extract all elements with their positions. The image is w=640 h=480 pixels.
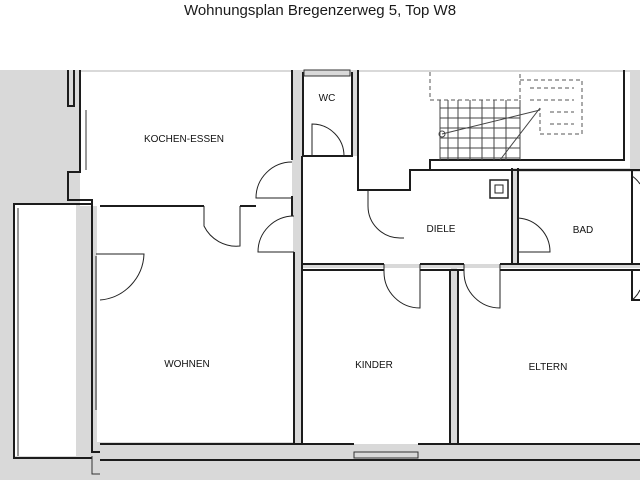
- shaft-inner: [494, 184, 504, 194]
- balcony-step: [91, 456, 100, 475]
- shaft: [489, 179, 509, 199]
- room-label-kinder: KINDER: [355, 360, 393, 371]
- door-bad: [517, 217, 551, 253]
- stair-landing-outline: [520, 79, 583, 135]
- balcony-outline: [13, 203, 92, 459]
- room-label-diele: DIELE: [427, 224, 456, 235]
- door-balcony: [96, 253, 145, 301]
- kinder-floor: [303, 268, 451, 444]
- balcony-floor: [14, 204, 76, 456]
- room-label-wohnen: WOHNEN: [164, 359, 210, 370]
- kochen-essen-floor: [80, 72, 292, 206]
- room-label-kochen-essen: KOCHEN-ESSEN: [144, 134, 224, 145]
- door-diele-entry: [367, 190, 404, 239]
- stair-diagonal: [499, 107, 541, 161]
- door-wc: [311, 123, 345, 157]
- walls: [13, 69, 640, 475]
- plan-title: Wohnungsplan Bregenzerweg 5, Top W8: [183, 2, 457, 19]
- door-kinder: [383, 264, 421, 309]
- stair-start-dot: [438, 130, 446, 138]
- wc-floor: [303, 76, 351, 156]
- door-wohnen: [257, 215, 295, 253]
- stair-handrail: [441, 109, 541, 135]
- doors: [96, 123, 640, 309]
- diele-floor: [303, 156, 513, 264]
- room-label-wc: WC: [319, 93, 336, 104]
- stair-upper-dashed: [429, 72, 583, 135]
- door-kitchen: [255, 161, 293, 199]
- eltern-floor: [457, 268, 640, 444]
- door-eltern: [463, 264, 501, 309]
- room-label-eltern: ELTERN: [529, 362, 568, 373]
- wall-left-upper: [67, 70, 75, 107]
- wall-stair-left: [357, 70, 625, 191]
- wohnen-floor: [97, 206, 293, 442]
- door-kitchen-wohnen: [203, 206, 241, 247]
- bad-floor: [518, 172, 640, 264]
- room-floors: [14, 72, 640, 456]
- stair-upper-outline: [429, 72, 521, 101]
- room-label-bad: BAD: [573, 225, 594, 236]
- staircase: [438, 100, 541, 161]
- window-kinder: [353, 451, 419, 459]
- wc-window: [303, 69, 351, 77]
- wall-left-facade: [67, 70, 100, 453]
